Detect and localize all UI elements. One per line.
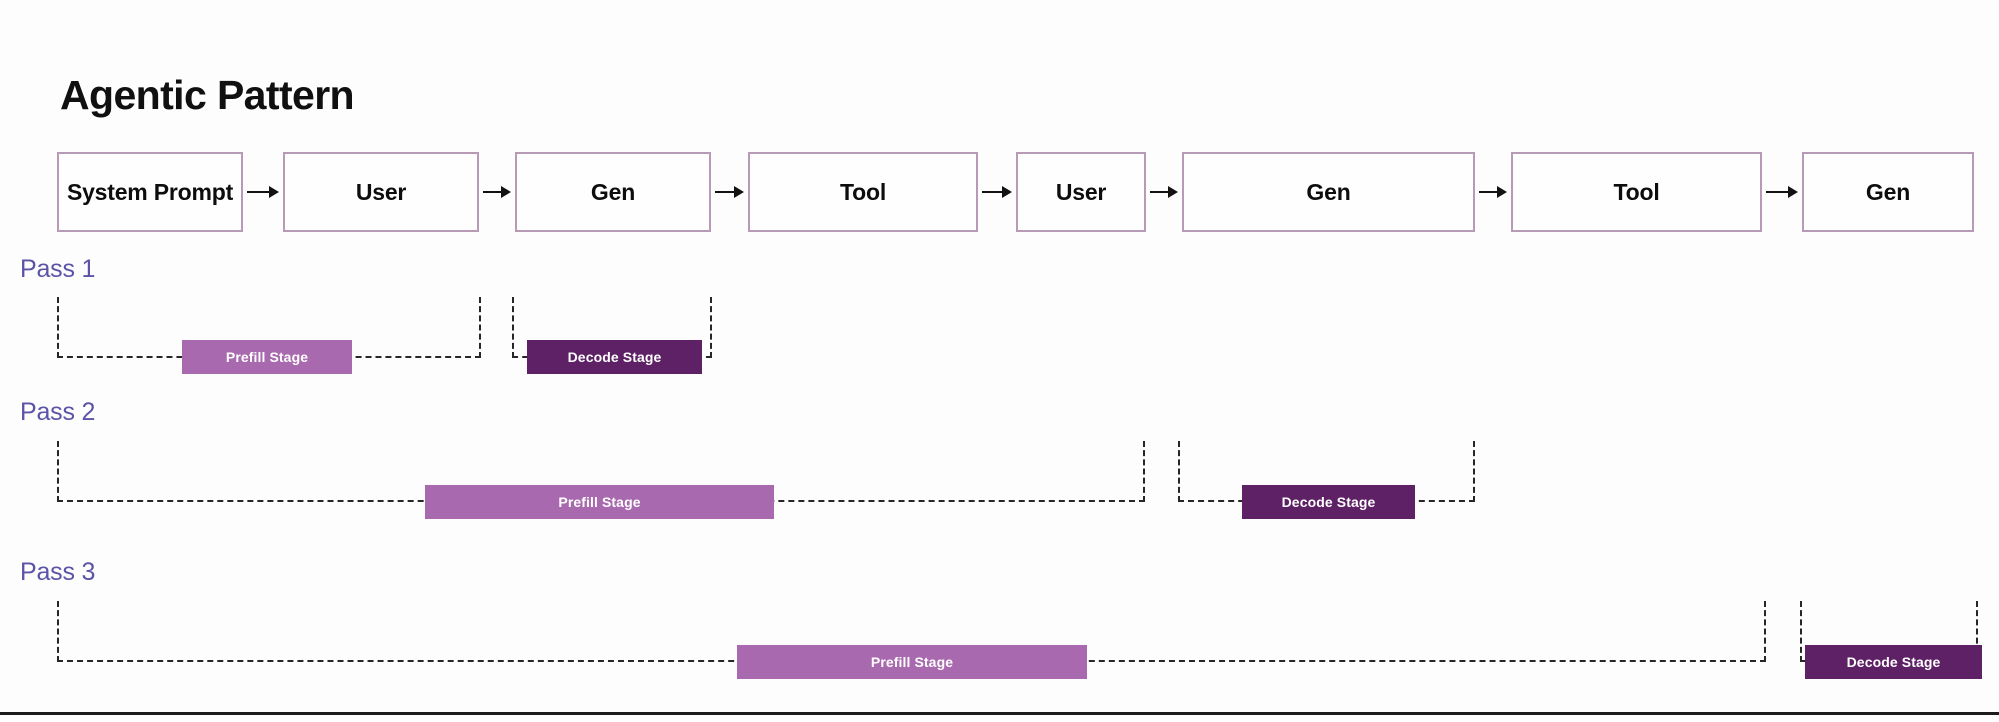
arrow-shaft [982, 190, 1002, 194]
pass-2-prefill-stage-bar[interactable]: Prefill Stage [425, 485, 774, 519]
pipeline-box-gen-5[interactable]: Gen [1182, 152, 1475, 232]
pipeline-arrow-icon-4 [1150, 186, 1178, 198]
pipeline-box-tool-3[interactable]: Tool [748, 152, 978, 232]
pipeline-arrow-icon-2 [715, 186, 744, 198]
arrow-head [1168, 186, 1178, 198]
arrow-shaft [247, 190, 269, 194]
pass-3-decode-stage-bar[interactable]: Decode Stage [1805, 645, 1982, 679]
pass-label-3: Pass 3 [20, 558, 96, 586]
pipeline-box-system-prompt-0[interactable]: System Prompt [57, 152, 243, 232]
pipeline-box-user-1[interactable]: User [283, 152, 479, 232]
arrow-head [734, 186, 744, 198]
pipeline-box-gen-7[interactable]: Gen [1802, 152, 1974, 232]
arrow-shaft [1150, 190, 1168, 194]
pipeline-box-user-4[interactable]: User [1016, 152, 1146, 232]
pipeline-arrow-icon-3 [982, 186, 1012, 198]
arrow-shaft [1766, 190, 1788, 194]
page-title: Agentic Pattern [60, 72, 355, 118]
pass-3-prefill-stage-bar[interactable]: Prefill Stage [737, 645, 1087, 679]
pass-1-prefill-stage-bar[interactable]: Prefill Stage [182, 340, 352, 374]
arrow-head [501, 186, 511, 198]
arrow-shaft [715, 190, 734, 194]
pipeline-arrow-icon-0 [247, 186, 279, 198]
arrow-head [269, 186, 279, 198]
pass-label-1: Pass 1 [20, 255, 96, 283]
arrow-shaft [483, 190, 501, 194]
arrow-head [1788, 186, 1798, 198]
arrow-shaft [1479, 190, 1497, 194]
pipeline-arrow-icon-5 [1479, 186, 1507, 198]
pipeline-arrow-icon-1 [483, 186, 511, 198]
footer-divider [0, 712, 1999, 715]
pipeline-box-gen-2[interactable]: Gen [515, 152, 711, 232]
pipeline-box-tool-6[interactable]: Tool [1511, 152, 1762, 232]
arrow-head [1002, 186, 1012, 198]
pass-1-decode-stage-bar[interactable]: Decode Stage [527, 340, 702, 374]
pass-label-2: Pass 2 [20, 398, 96, 426]
arrow-head [1497, 186, 1507, 198]
pass-2-decode-stage-bar[interactable]: Decode Stage [1242, 485, 1415, 519]
pipeline-arrow-icon-6 [1766, 186, 1798, 198]
